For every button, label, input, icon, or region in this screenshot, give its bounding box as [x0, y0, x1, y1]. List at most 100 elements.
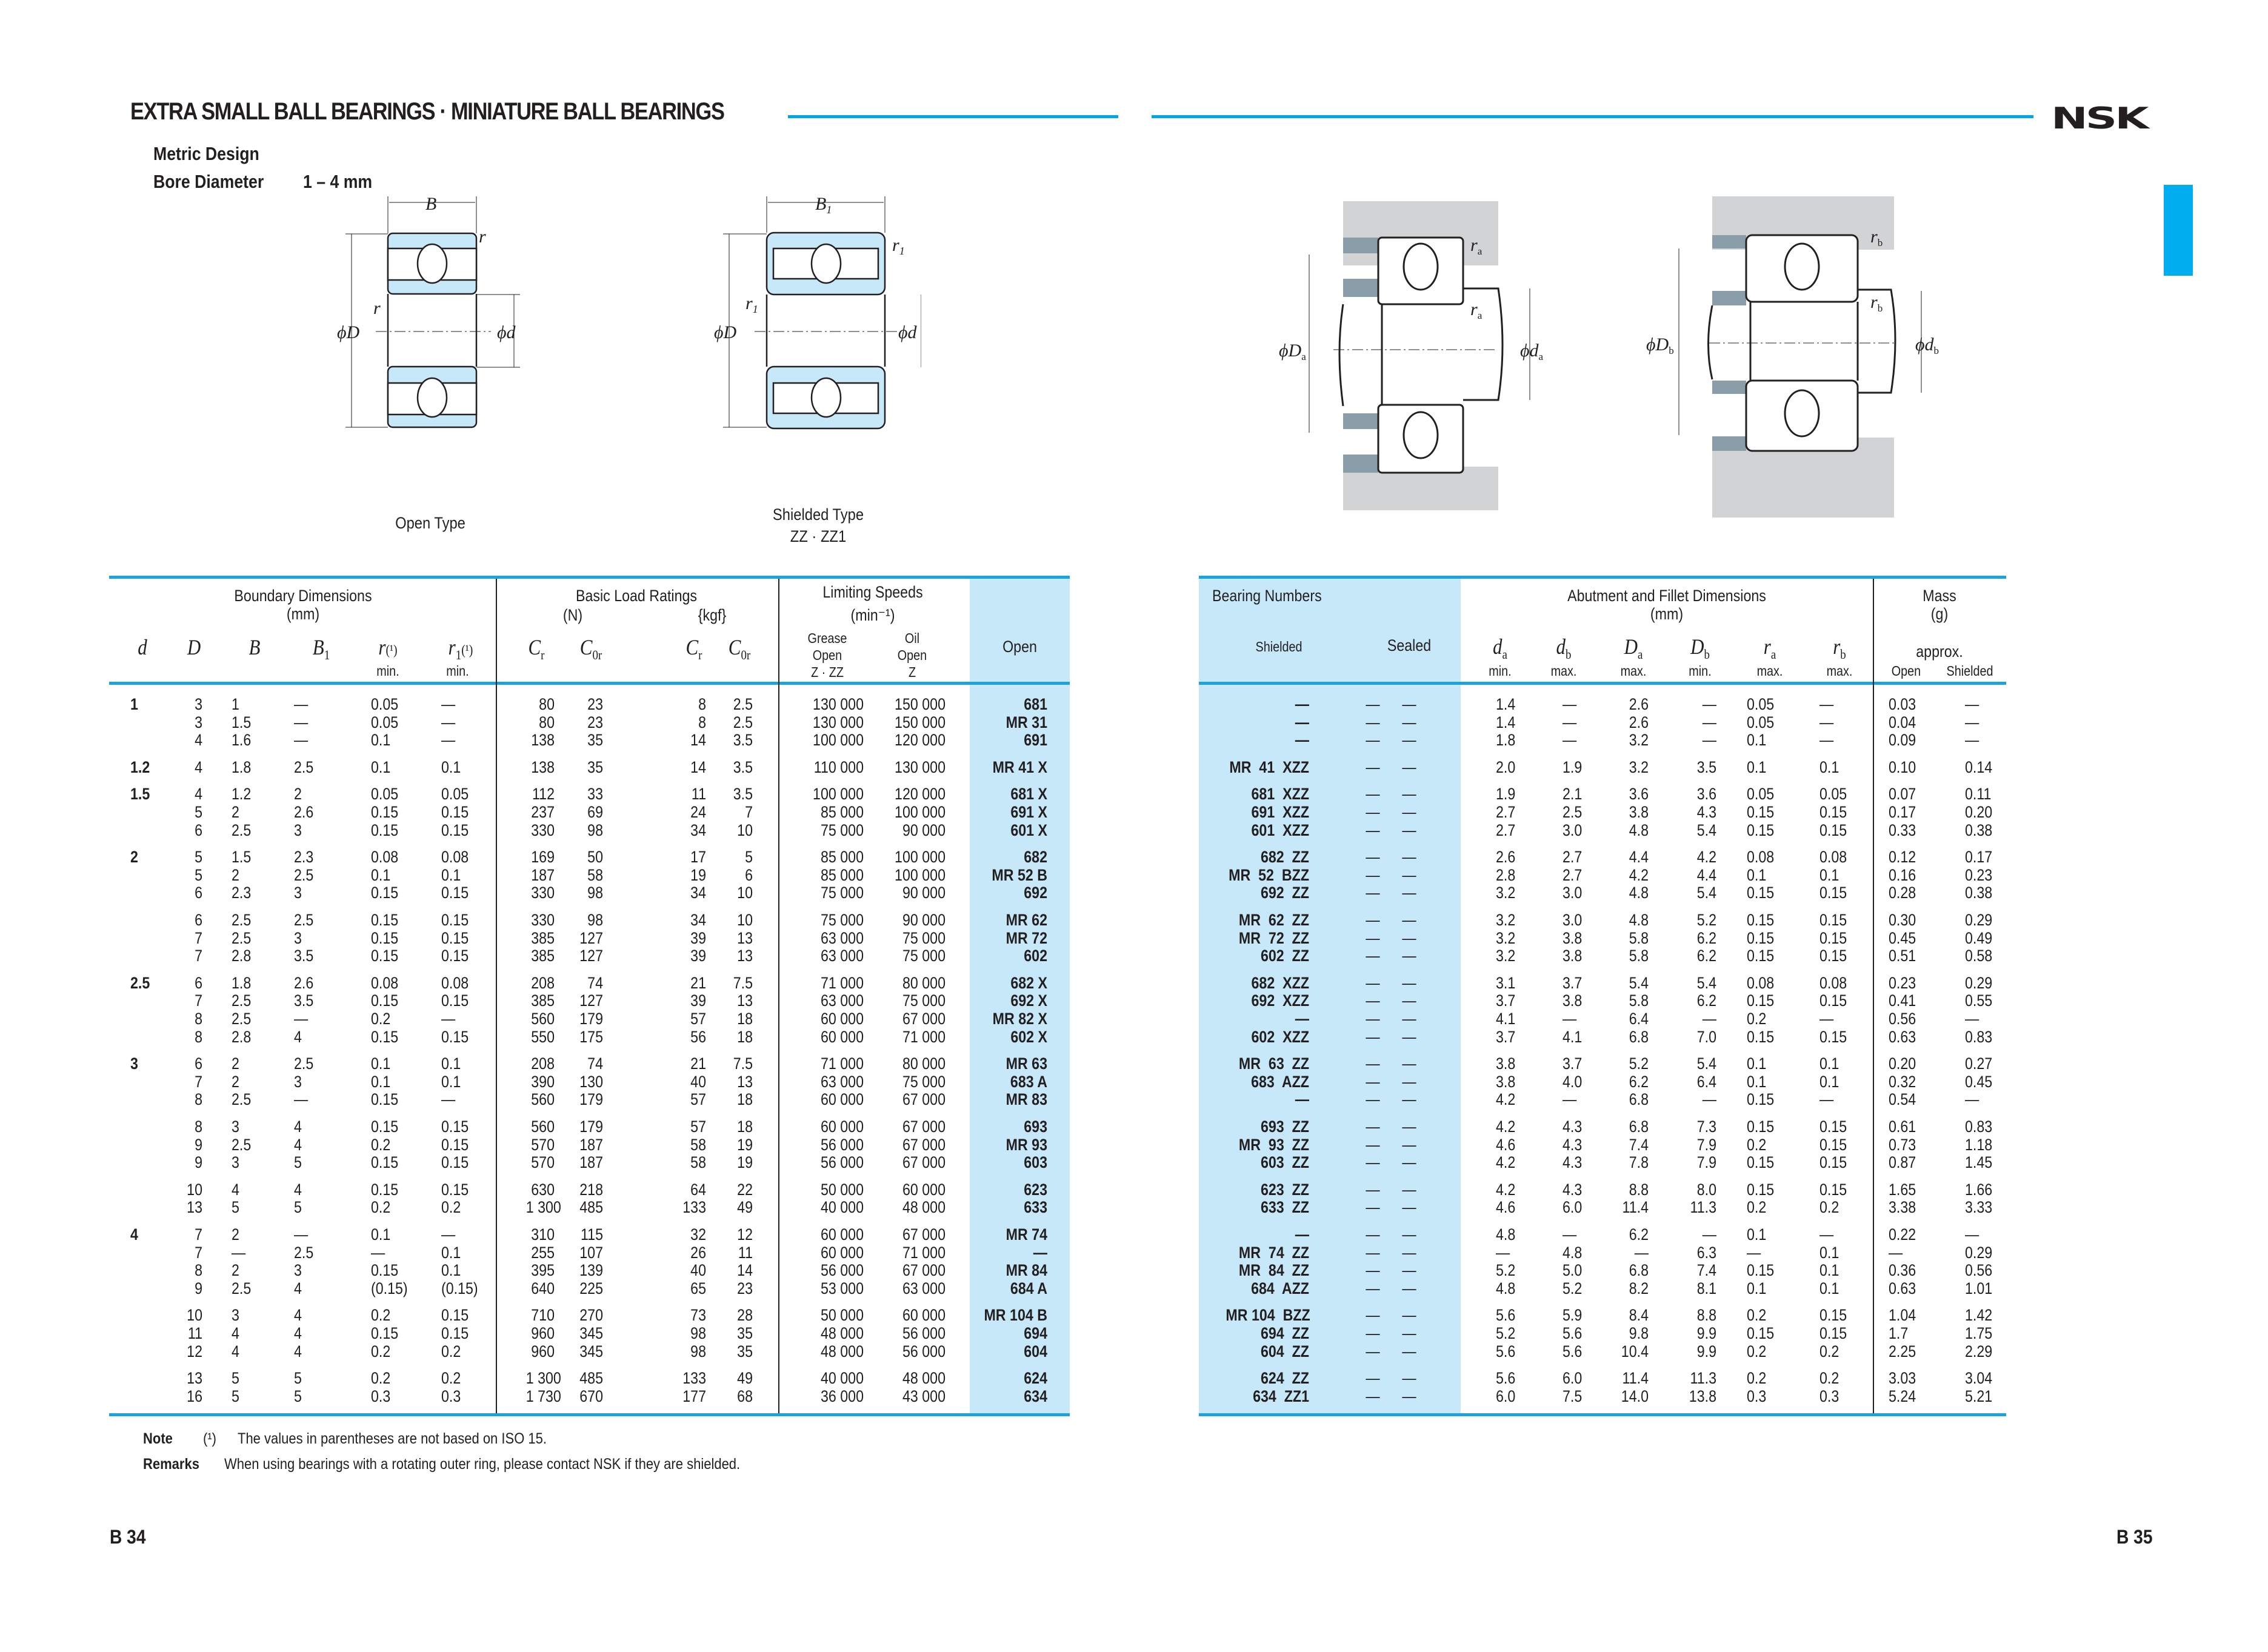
cell-grease: 75 000 — [820, 821, 864, 839]
cell-oil: 90 000 — [902, 884, 946, 902]
cell-C0r: 225 — [579, 1279, 603, 1297]
section-tab-marker — [2164, 185, 2193, 276]
cell-shielded: 682 ZZ — [1260, 848, 1309, 867]
cell-C0r: 127 — [579, 928, 603, 947]
col-C0r-kgf: C0r — [728, 635, 751, 663]
cell-da: 2.7 — [1496, 803, 1516, 821]
cell-open: 602 X — [1010, 1027, 1047, 1046]
cell-r1: — — [441, 1090, 456, 1109]
cell-B1: 3 — [294, 1261, 302, 1280]
cell-C0r: 98 — [587, 884, 603, 902]
cell-sealed1: — — [1366, 1342, 1380, 1361]
cell-da: 3.2 — [1496, 947, 1516, 965]
cell-C0rk: 18 — [737, 1117, 753, 1136]
cell-Cr: 237 — [531, 803, 555, 821]
cell-sealed1: — — [1366, 803, 1380, 821]
caption-open-type: Open Type — [395, 514, 465, 532]
cell-D: 16 — [187, 1387, 202, 1405]
cell-B1: 5 — [294, 1153, 302, 1172]
cell-Db: 9.9 — [1696, 1324, 1716, 1342]
cell-sealed1: — — [1366, 1279, 1380, 1297]
cell-B1: — — [294, 695, 309, 713]
cell-sealed2: — — [1402, 1153, 1416, 1172]
cell-open: MR 93 — [1006, 1135, 1047, 1154]
cell-D: 6 — [195, 973, 202, 992]
col-r-min: min. — [376, 663, 399, 679]
cell-C0r: 187 — [579, 1153, 603, 1172]
cell-D: 7 — [195, 928, 202, 947]
cell-ra: 0.1 — [1747, 1279, 1767, 1297]
cell-Db: 6.2 — [1696, 947, 1716, 965]
cell-da: 2.7 — [1496, 821, 1516, 839]
cell-Cr: 310 — [531, 1225, 555, 1244]
cell-m_open: 0.23 — [1889, 973, 1916, 992]
cell-C0r: 127 — [579, 991, 603, 1010]
cell-grease: 85 000 — [820, 848, 864, 867]
cell-da: 4.2 — [1496, 1180, 1516, 1199]
cell-Crk: 40 — [690, 1072, 706, 1091]
cell-r: 0.15 — [371, 1180, 399, 1199]
cell-sealed1: — — [1366, 695, 1380, 713]
cell-Db: — — [1702, 1010, 1716, 1028]
cell-rb: — — [1819, 1225, 1834, 1244]
cell-shielded: 602 ZZ — [1260, 947, 1309, 965]
cell-m_sh: 0.14 — [1965, 758, 1993, 776]
cell-rb: 0.05 — [1819, 785, 1847, 804]
col-db-limit: max. — [1550, 663, 1577, 679]
cell-B: 2.5 — [232, 1279, 252, 1297]
cell-sealed2: — — [1402, 1279, 1416, 1297]
cell-sealed2: — — [1402, 884, 1416, 902]
cell-D: 8 — [195, 1010, 202, 1028]
cell-r1: 0.1 — [441, 1054, 461, 1073]
cell-r1: 0.15 — [441, 928, 469, 947]
cell-C0rk: 11 — [738, 1243, 753, 1262]
cell-da: 4.8 — [1496, 1225, 1516, 1244]
col-ra-limit: max. — [1756, 663, 1783, 679]
cell-db: 4.0 — [1563, 1072, 1583, 1091]
cell-shielded: — — [1295, 1010, 1309, 1028]
cell-Db: 6.4 — [1696, 1072, 1716, 1091]
cell-open: 634 — [1024, 1387, 1047, 1405]
cell-D: 10 — [187, 1306, 202, 1325]
cell-r: 0.1 — [371, 758, 391, 776]
cell-shielded: 683 AZZ — [1251, 1072, 1309, 1091]
page-title: EXTRA SMALL BALL BEARINGS · MINIATURE BA… — [130, 98, 725, 125]
col-db: db — [1556, 634, 1572, 662]
cell-C0rk: 10 — [737, 821, 753, 839]
cell-rb: — — [1819, 695, 1834, 713]
cell-m_open: 0.54 — [1889, 1090, 1916, 1109]
cell-Crk: 58 — [690, 1153, 706, 1172]
cell-rb: 0.15 — [1819, 911, 1847, 929]
cell-r: 0.2 — [371, 1369, 391, 1388]
cell-D: 13 — [187, 1369, 202, 1388]
left-divider-1 — [496, 579, 497, 1413]
cell-B: 2 — [232, 1072, 239, 1091]
cell-Da: 3.2 — [1629, 758, 1649, 776]
cell-ra: 0.2 — [1747, 1198, 1767, 1217]
cell-sealed2: — — [1402, 1180, 1416, 1199]
cell-r: 0.05 — [371, 713, 399, 731]
cell-Cr: 560 — [531, 1090, 555, 1109]
header-bearing-numbers: Bearing Numbers — [1212, 587, 1322, 605]
cell-C0rk: 18 — [737, 1010, 753, 1028]
cell-r: 0.2 — [371, 1135, 391, 1154]
note-label: Note — [143, 1430, 173, 1447]
cell-B1: 2.5 — [294, 911, 314, 929]
title-rule-left — [788, 115, 1118, 118]
cell-grease: 100 000 — [813, 785, 864, 804]
cell-Crk: 34 — [690, 821, 706, 839]
cell-Cr: 385 — [531, 947, 555, 965]
cell-r: 0.1 — [371, 865, 391, 884]
cell-m_sh: 0.58 — [1965, 947, 1993, 965]
header-load-unit-kgf: {kgf} — [698, 606, 727, 624]
cell-grease: 36 000 — [820, 1387, 864, 1405]
cell-C0r: 98 — [587, 911, 603, 929]
cell-oil: 90 000 — [902, 911, 946, 929]
cell-Cr: 960 — [531, 1324, 555, 1342]
col-da-limit: min. — [1489, 663, 1512, 679]
cell-C0rk: 2.5 — [733, 713, 753, 731]
cell-B1: 2.5 — [294, 1054, 314, 1073]
header-load-unit-n: (N) — [562, 606, 583, 624]
col-oil-open: Open — [897, 647, 927, 663]
cell-B1: 2.6 — [294, 803, 314, 821]
